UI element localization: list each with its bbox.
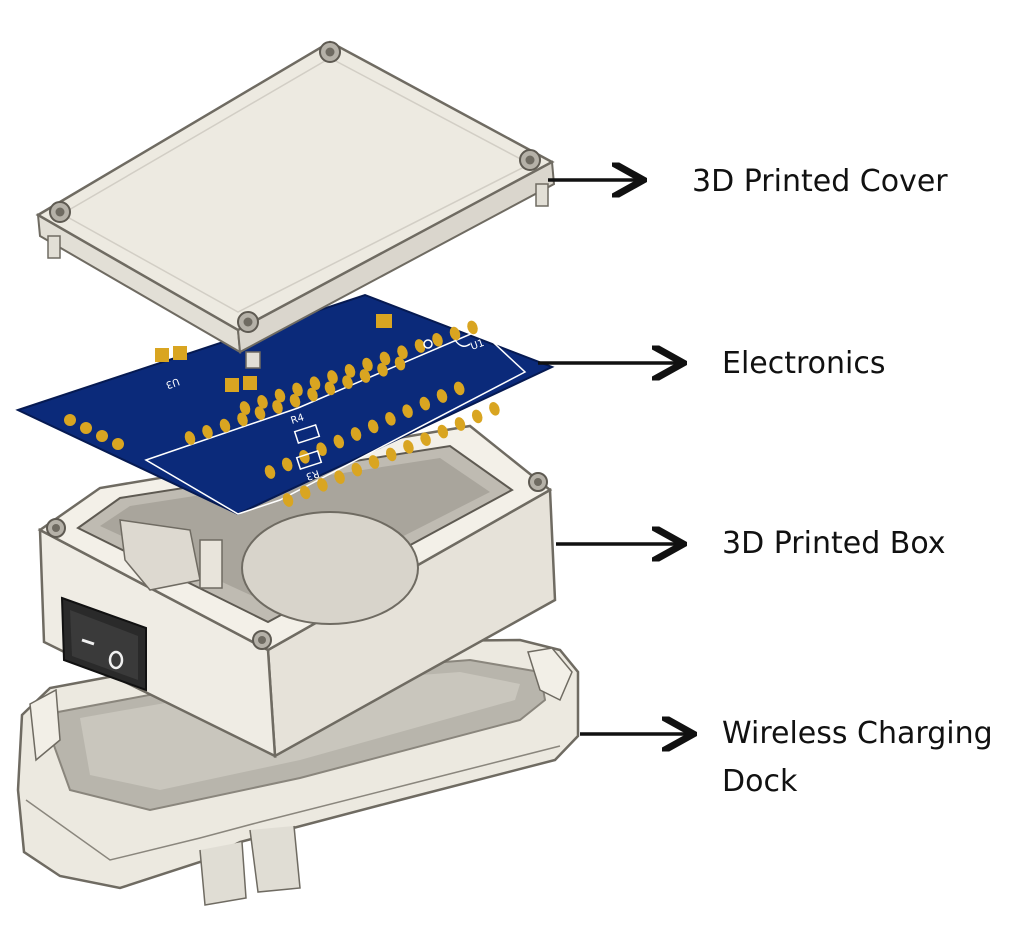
pcb-pad: [471, 409, 483, 424]
pcb-pad: [453, 381, 465, 396]
pcb-pad: [385, 447, 397, 462]
pcb-pad: [184, 431, 196, 445]
pcb-pad: [368, 455, 380, 469]
pcb-pad: [257, 395, 268, 409]
screw-icon: [519, 149, 541, 171]
pcb-pad: [467, 320, 478, 335]
cover-top-face: [35, 40, 555, 332]
pcb-pad: [489, 402, 500, 416]
pcb-pad: [402, 404, 413, 418]
pcb-pad: [334, 470, 345, 484]
pcb-pad: [359, 369, 371, 383]
box-battery-cylinder: [241, 511, 419, 625]
pcb-pad: [385, 412, 396, 426]
pcb-pad: [202, 425, 213, 439]
pcb-pad: [362, 357, 373, 372]
rocker-switch-icon: [60, 596, 147, 692]
pcb-ref-r3: R3: [304, 467, 320, 482]
screw-icon: [49, 201, 71, 223]
pcb-pad: [237, 412, 248, 427]
pcb-pad: [432, 333, 443, 347]
screw-icon: [252, 630, 272, 650]
label-3d-printed-cover: 3D Printed Cover: [692, 164, 948, 199]
label-wireless-charging-line1: Wireless Charging: [722, 716, 993, 751]
pcb-pad: [367, 419, 379, 434]
pcb-pad: [307, 387, 318, 402]
label-wireless-charging-line2: Dock: [722, 764, 798, 799]
pcb-pad: [324, 381, 336, 396]
pcb-pad: [254, 406, 266, 420]
pcb-pad: [344, 364, 356, 378]
pcb-pad: [327, 370, 338, 384]
pcb-pad: [317, 478, 328, 492]
label-3d-printed-box: 3D Printed Box: [722, 526, 946, 561]
pcb-pad: [219, 418, 231, 433]
pcb-pad: [272, 400, 283, 414]
pcb-pad: [403, 440, 414, 454]
screw-icon: [319, 41, 341, 63]
pcb-ref-r4: R4: [290, 412, 306, 427]
pcb-pad: [436, 389, 448, 403]
pcb-pad: [309, 376, 321, 390]
pcb-pad: [292, 382, 303, 397]
pcb-pad: [414, 339, 426, 353]
electronics-pcb: U1 U3 R4 R3 P1: [15, 293, 555, 516]
pcb-header-p1: [64, 414, 124, 450]
label-electronics: Electronics: [722, 346, 886, 381]
screw-icon: [237, 311, 259, 333]
pcb-pad: [419, 396, 431, 411]
pcb-pad: [274, 388, 286, 403]
screw-icon: [46, 518, 66, 538]
pcb-pad: [454, 417, 466, 431]
pcb-pad: [394, 356, 406, 371]
pcb-pad: [281, 457, 293, 472]
pcb-pad: [342, 375, 353, 389]
pcb-pad: [289, 394, 301, 408]
pcb-pad: [351, 462, 363, 477]
screw-icon: [528, 472, 548, 492]
pcb-pads: [184, 320, 500, 507]
pcb-pad: [333, 434, 345, 449]
pcb-ref-u3: U3: [164, 375, 181, 390]
pcb-pad: [299, 485, 311, 500]
pcb-pad: [397, 345, 408, 359]
pcb-pad: [379, 351, 391, 366]
pcb-pad: [437, 424, 449, 439]
printed-cover: [35, 40, 556, 369]
pcb-ref-u1: U1: [469, 338, 486, 353]
pcb-pad: [350, 427, 362, 441]
pcb-pad: [239, 401, 251, 415]
pcb-pad: [377, 363, 388, 377]
pcb-pad: [299, 450, 310, 464]
pcb-pad: [420, 432, 431, 446]
pcb-pad: [282, 493, 294, 507]
pcb-ref-p1: P1: [61, 439, 76, 454]
pcb-pad: [316, 442, 327, 456]
pcb-pad: [449, 326, 461, 341]
pcb-pad: [264, 465, 276, 479]
